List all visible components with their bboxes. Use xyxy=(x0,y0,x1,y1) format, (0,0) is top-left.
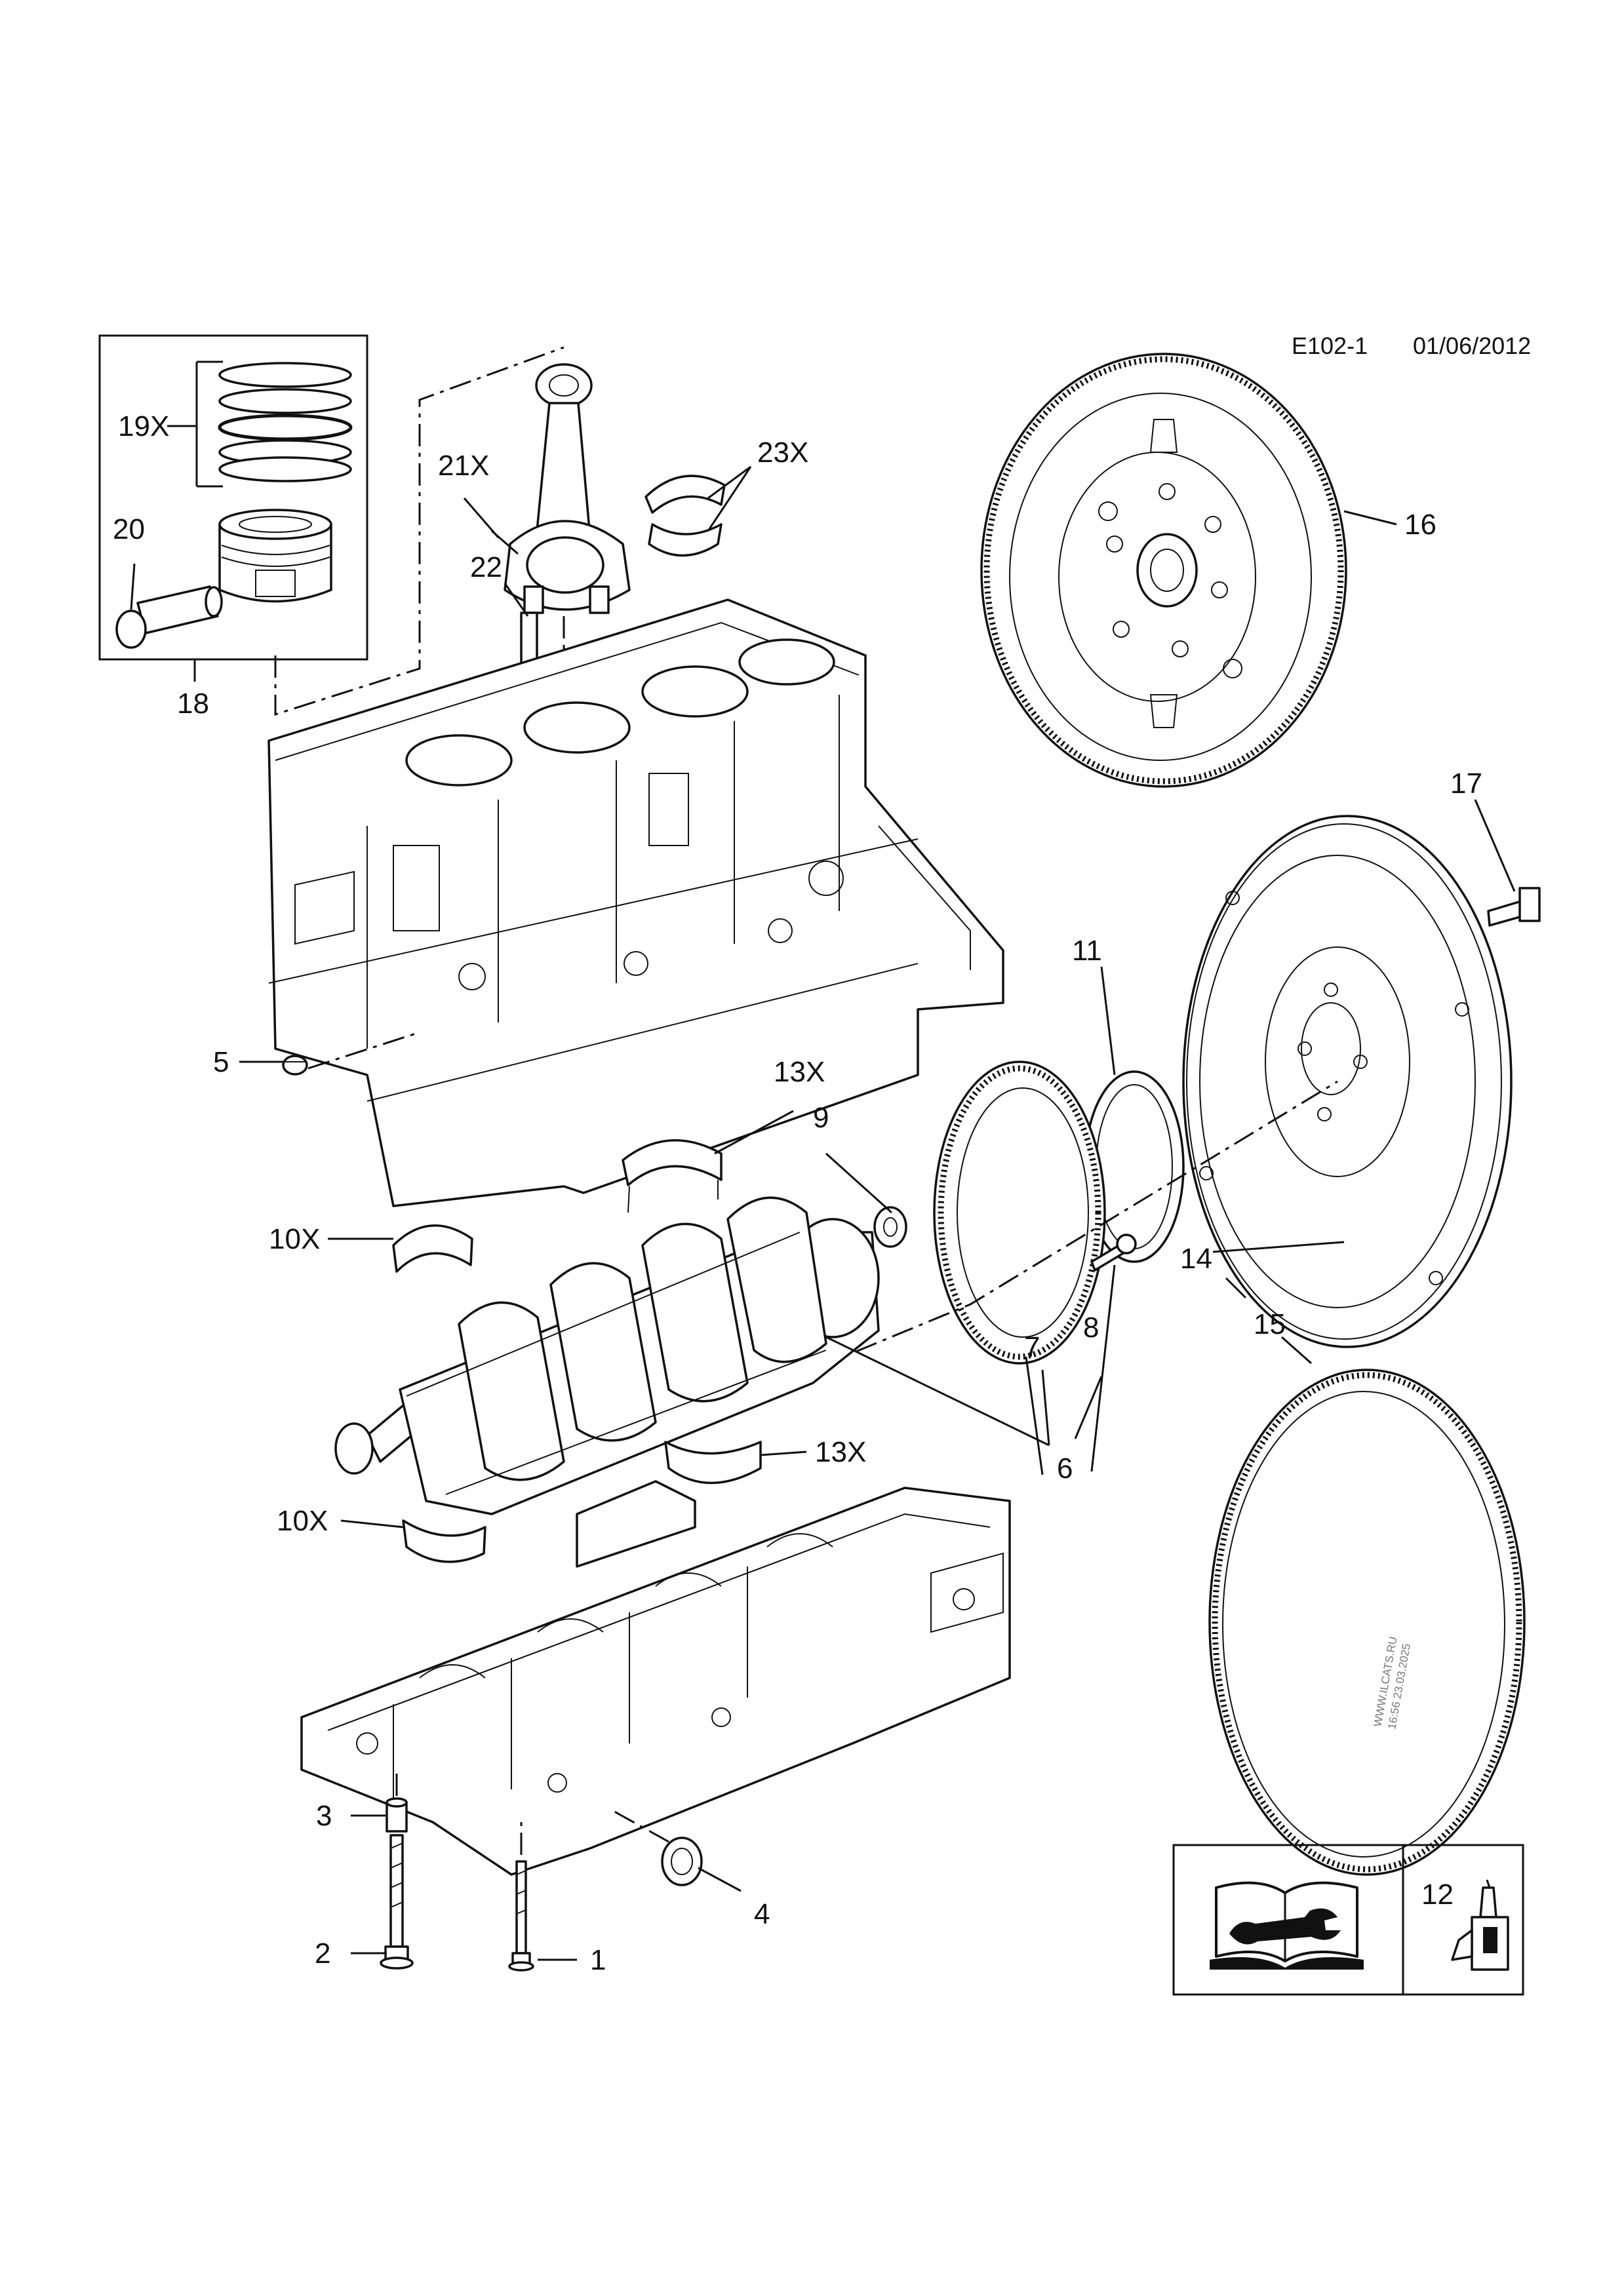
callout-22: 22 xyxy=(470,551,502,583)
block-plug xyxy=(282,1055,308,1076)
callout-23x: 23X xyxy=(757,437,808,469)
bedplate xyxy=(300,1480,1011,1876)
main-bearing-lower-13x xyxy=(664,1441,762,1485)
bedplate-bolt-short xyxy=(508,1860,534,1972)
piston xyxy=(218,509,332,603)
callout-21x: 21X xyxy=(438,450,489,482)
piston-pin xyxy=(136,585,223,634)
flywheel-bolt xyxy=(1487,887,1541,927)
dual-mass-flywheel xyxy=(980,353,1347,788)
callout-3: 3 xyxy=(316,1800,332,1832)
callout-20: 20 xyxy=(113,513,145,545)
callout-19x: 19X xyxy=(118,410,169,442)
callout-7: 7 xyxy=(1024,1331,1040,1363)
callout-9: 9 xyxy=(813,1102,829,1134)
callout-10x-lower: 10X xyxy=(277,1505,328,1537)
bedplate-plug xyxy=(661,1837,703,1886)
callout-11: 11 xyxy=(1072,935,1102,967)
callout-6: 6 xyxy=(1057,1452,1073,1485)
callout-17: 17 xyxy=(1450,768,1482,800)
callout-2: 2 xyxy=(315,1937,330,1970)
leader-lines xyxy=(167,425,1516,1961)
callout-16: 16 xyxy=(1404,509,1436,541)
callout-4: 4 xyxy=(754,1898,770,1930)
main-bearing-lower-10x xyxy=(402,1519,486,1563)
crankshaft xyxy=(334,1196,880,1515)
callout-1: 1 xyxy=(590,1944,606,1976)
piston-kit-box xyxy=(98,334,368,661)
callout-10x-upper: 10X xyxy=(269,1223,320,1255)
callout-labels: 19X 20 18 21X 22 23X 16 17 11 13X 9 5 10… xyxy=(113,410,1482,1976)
diagram-code: E102-1 xyxy=(1292,332,1368,359)
reluctor-ring xyxy=(933,1060,1106,1365)
legend-box xyxy=(1172,1844,1524,1996)
callout-13x-lower: 13X xyxy=(815,1436,866,1468)
connecting-rod xyxy=(504,363,631,614)
callout-12: 12 xyxy=(1421,1878,1454,1911)
pilot-bushing xyxy=(873,1206,907,1248)
callout-18: 18 xyxy=(177,688,209,720)
ring-gear xyxy=(1208,1369,1526,1876)
diagram-date: 01/06/2012 xyxy=(1413,332,1531,359)
callout-13x-upper: 13X xyxy=(774,1056,825,1088)
conrod-bearing-shells xyxy=(644,475,726,557)
callout-15: 15 xyxy=(1254,1308,1286,1340)
flywheel xyxy=(1182,815,1513,1348)
piston-rings xyxy=(218,362,353,482)
callout-5: 5 xyxy=(213,1046,229,1078)
reluctor-screw xyxy=(1090,1234,1137,1272)
snap-ring xyxy=(115,610,147,649)
callout-8: 8 xyxy=(1083,1312,1099,1344)
service-manual-icon xyxy=(1210,1881,1364,1970)
main-bearing-upper-13x xyxy=(622,1139,723,1213)
cylinder-block xyxy=(267,598,1004,1207)
sealant-tube-icon xyxy=(1451,1879,1509,1971)
callout-14: 14 xyxy=(1180,1243,1212,1275)
bedplate-bolt-long xyxy=(380,1834,414,1970)
dowel-sleeve xyxy=(386,1797,408,1833)
main-bearing-upper-10x xyxy=(392,1224,473,1273)
